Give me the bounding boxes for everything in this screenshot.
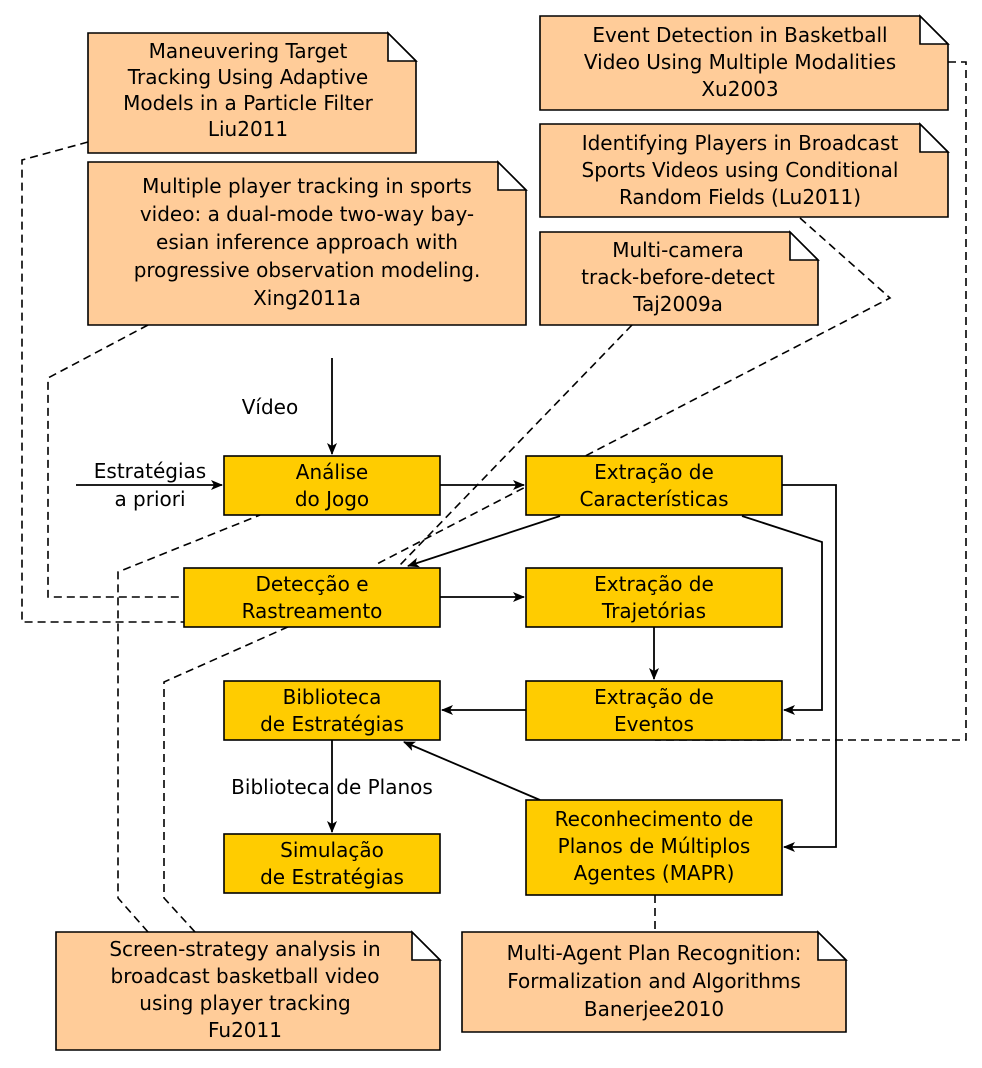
process-caracteristicas-line2: Características <box>579 487 728 511</box>
process-eventos-line2: Eventos <box>614 712 694 736</box>
process-box-eventos: Extração de Eventos <box>525 680 783 741</box>
process-box-trajetorias: Extração de Trajetórias <box>525 567 783 628</box>
note-fu2011-line2: broadcast basketball video <box>111 964 380 988</box>
label-estrategias-line2: a priori <box>114 487 185 511</box>
note-taj2009a-line1: Multi-camera <box>612 238 744 262</box>
process-analise-line1: Análise <box>296 460 368 484</box>
note-taj2009a-line2: track-before-detect <box>581 265 775 289</box>
note-banerjee2010-line1: Multi-Agent Plan Recognition: <box>507 941 802 965</box>
note-xing2011a-line2: video: a dual-mode two-way bay- <box>140 202 474 226</box>
dash-liu2011-to-deteccao <box>21 141 184 623</box>
note-lu2011: Identifying Players in Broadcast Sports … <box>539 122 950 218</box>
dash-taj2009a-to-deteccao <box>399 324 633 566</box>
note-lu2011-line2: Sports Videos using Conditional <box>582 158 899 182</box>
process-mapr-line2: Planos de Múltiplos <box>558 834 751 858</box>
dash-fu2011-to-analise <box>117 514 261 933</box>
dash-xing2011a-to-deteccao <box>47 324 184 598</box>
note-xing2011a-line1: Multiple player tracking in sports <box>142 174 472 198</box>
note-liu2011-line3: Models in a Particle Filter <box>123 91 374 115</box>
process-deteccao-line1: Detecção e <box>256 572 369 596</box>
edge-mapr-to-biblioteca <box>403 741 541 801</box>
dash-fu2011-to-deteccao <box>163 625 291 933</box>
note-banerjee2010-line2: Formalization and Algorithms <box>507 969 801 993</box>
process-box-analise: Análise do Jogo <box>223 455 441 516</box>
process-biblioteca-line2: de Estratégias <box>260 712 404 736</box>
edge-caracteristicas-to-mapr <box>782 484 837 852</box>
edge-caracteristicas-to-eventos <box>741 515 823 715</box>
note-fu2011-line4: Fu2011 <box>208 1018 282 1042</box>
note-xing2011a: Multiple player tracking in sports video… <box>87 160 528 326</box>
note-lu2011-line3: Random Fields (Lu2011) <box>619 185 861 209</box>
process-box-mapr: Reconhecimento de Planos de Múltiplos Ag… <box>525 799 783 896</box>
process-eventos-line1: Extração de <box>594 685 714 709</box>
label-video: Vídeo <box>242 395 298 419</box>
process-simulacao-line1: Simulação <box>280 838 384 862</box>
label-estrategias-line1: Estratégias <box>94 459 206 483</box>
note-xu2003-line1: Event Detection in Basketball <box>592 23 887 47</box>
process-simulacao-line2: de Estratégias <box>260 865 404 889</box>
note-fu2011-line1: Screen-strategy analysis in <box>109 937 380 961</box>
process-box-deteccao: Detecção e Rastreamento <box>183 567 441 628</box>
note-banerjee2010: Multi-Agent Plan Recognition: Formalizat… <box>461 930 848 1033</box>
process-caracteristicas-line1: Extração de <box>594 460 714 484</box>
label-biblioteca-de-planos: Biblioteca de Planos <box>231 775 433 799</box>
note-xu2003-line2: Video Using Multiple Modalities <box>584 50 896 74</box>
note-liu2011-line2: Tracking Using Adaptive <box>127 65 368 89</box>
process-mapr-line3: Agentes (MAPR) <box>574 861 735 885</box>
note-liu2011-line4: Liu2011 <box>208 117 288 141</box>
flow-edges <box>76 358 837 852</box>
dash-xu2003-to-eventos <box>655 61 967 741</box>
note-xing2011a-line5: Xing2011a <box>253 286 361 310</box>
note-liu2011: Maneuvering Target Tracking Using Adapti… <box>87 31 418 154</box>
note-taj2009a: Multi-camera track-before-detect Taj2009… <box>539 230 820 326</box>
process-trajetorias-line1: Extração de <box>594 572 714 596</box>
process-biblioteca-line1: Biblioteca <box>283 685 382 709</box>
edge-labels: Vídeo Estratégias a priori Biblioteca de… <box>94 395 433 799</box>
note-banerjee2010-line3: Banerjee2010 <box>584 997 724 1021</box>
edge-caracteristicas-to-deteccao <box>407 515 561 568</box>
note-xing2011a-line4: progressive observation modeling. <box>134 258 481 282</box>
reference-connectors <box>21 61 967 933</box>
process-analise-line2: do Jogo <box>295 487 369 511</box>
process-deteccao-line2: Rastreamento <box>242 599 383 623</box>
note-xu2003-line3: Xu2003 <box>701 77 778 101</box>
process-box-simulacao: Simulação de Estratégias <box>223 833 441 894</box>
note-fu2011: Screen-strategy analysis in broadcast ba… <box>55 930 442 1051</box>
note-taj2009a-line3: Taj2009a <box>632 292 723 316</box>
note-fu2011-line3: using player tracking <box>139 991 350 1015</box>
process-box-caracteristicas: Extração de Características <box>525 455 783 516</box>
note-lu2011-line1: Identifying Players in Broadcast <box>582 131 899 155</box>
note-xu2003: Event Detection in Basketball Video Usin… <box>539 14 950 111</box>
note-xing2011a-line3: esian inference approach with <box>156 230 458 254</box>
process-mapr-line1: Reconhecimento de <box>555 807 754 831</box>
process-trajetorias-line2: Trajetórias <box>601 599 706 623</box>
note-liu2011-line1: Maneuvering Target <box>149 39 348 63</box>
process-box-biblioteca: Biblioteca de Estratégias <box>223 680 441 741</box>
